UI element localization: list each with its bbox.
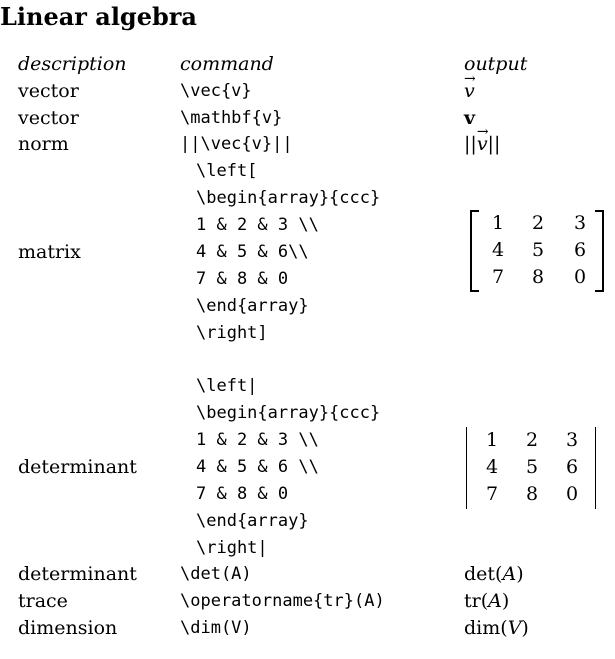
operator-argument: V [507,617,522,639]
row-command: \vec{v} [180,81,252,101]
command-line: 1 & 2 & 3 \\ [196,215,319,235]
header-output: output [464,53,528,75]
row-output: v [464,67,475,103]
command-line: 1 & 2 & 3 \\ [196,430,319,450]
matrix-cell: 4 [485,456,499,478]
determinant-output: 1 2 3 4 5 6 7 8 0 [464,427,604,511]
header-command: command [180,53,274,75]
bold-vector-symbol: v [464,107,476,129]
row-description: vector [18,107,79,129]
row-description: norm [18,133,69,155]
matrix-cell: 8 [525,483,539,505]
row-command: ||\vec{v}|| [180,134,293,154]
matrix-cell: 0 [573,266,587,288]
matrix-cell: 6 [565,456,579,478]
right-vertical-bar [595,427,596,509]
row-description: dimension [18,617,118,639]
matrix-cell: 8 [531,266,545,288]
row-command: \dim(V) [180,618,252,638]
command-line: 7 & 8 & 0 [196,484,289,504]
operator-name: tr [464,590,481,612]
matrix-cell: 5 [531,239,545,261]
matrix-cell: 2 [525,429,539,451]
row-output: ||v|| [464,120,501,156]
command-line: \begin{array}{ccc} [196,403,381,423]
command-line: \end{array} [196,296,309,316]
command-line: \begin{array}{ccc} [196,188,381,208]
operator-argument: A [488,590,502,612]
left-vertical-bar [466,427,467,509]
matrix-cell: 6 [573,239,587,261]
right-square-bracket [595,210,604,292]
matrix-cell: 5 [525,456,539,478]
header-description: description [18,53,127,75]
matrix-cell: 7 [491,266,505,288]
row-command: \mathbf{v} [180,108,283,128]
command-line: 4 & 5 & 6\\ [196,242,309,262]
matrix-cell: 1 [491,212,505,234]
row-output: v [464,106,475,130]
norm-vector-symbol: v [477,120,488,156]
matrix-output: 1 2 3 4 5 6 7 8 0 [468,210,608,294]
matrix-cell: 1 [485,429,499,451]
command-line: 7 & 8 & 0 [196,269,289,289]
row-description: trace [18,590,68,612]
command-line: \left| [196,376,258,396]
matrix-cell: 3 [565,429,579,451]
operator-name: dim [464,617,501,639]
row-output: dim(V) [464,617,529,639]
matrix-cell: 2 [531,212,545,234]
matrix-cell: 3 [573,212,587,234]
norm-left-bars: || [464,133,477,155]
row-command: \operatorname{tr}(A) [180,591,385,611]
row-output: det(A) [464,563,524,585]
command-line: \end{array} [196,511,309,531]
left-square-bracket [470,210,479,292]
vector-arrow-symbol: v [464,67,475,103]
command-line: \left[ [196,161,258,181]
row-description: determinant [18,456,137,478]
command-line: \right] [196,323,268,343]
row-description: determinant [18,563,137,585]
operator-argument: A [502,563,517,585]
command-line: \right| [196,538,268,558]
operator-name: det [464,563,496,585]
row-command: \det(A) [180,564,252,584]
page-title: Linear algebra [0,2,197,31]
row-description: matrix [18,241,81,263]
matrix-cell: 0 [565,483,579,505]
command-line: 4 & 5 & 6 \\ [196,457,319,477]
matrix-cell: 4 [491,239,505,261]
row-description: vector [18,80,79,102]
norm-right-bars: || [487,133,501,155]
matrix-cell: 7 [485,483,499,505]
row-output: tr(A) [464,590,510,612]
